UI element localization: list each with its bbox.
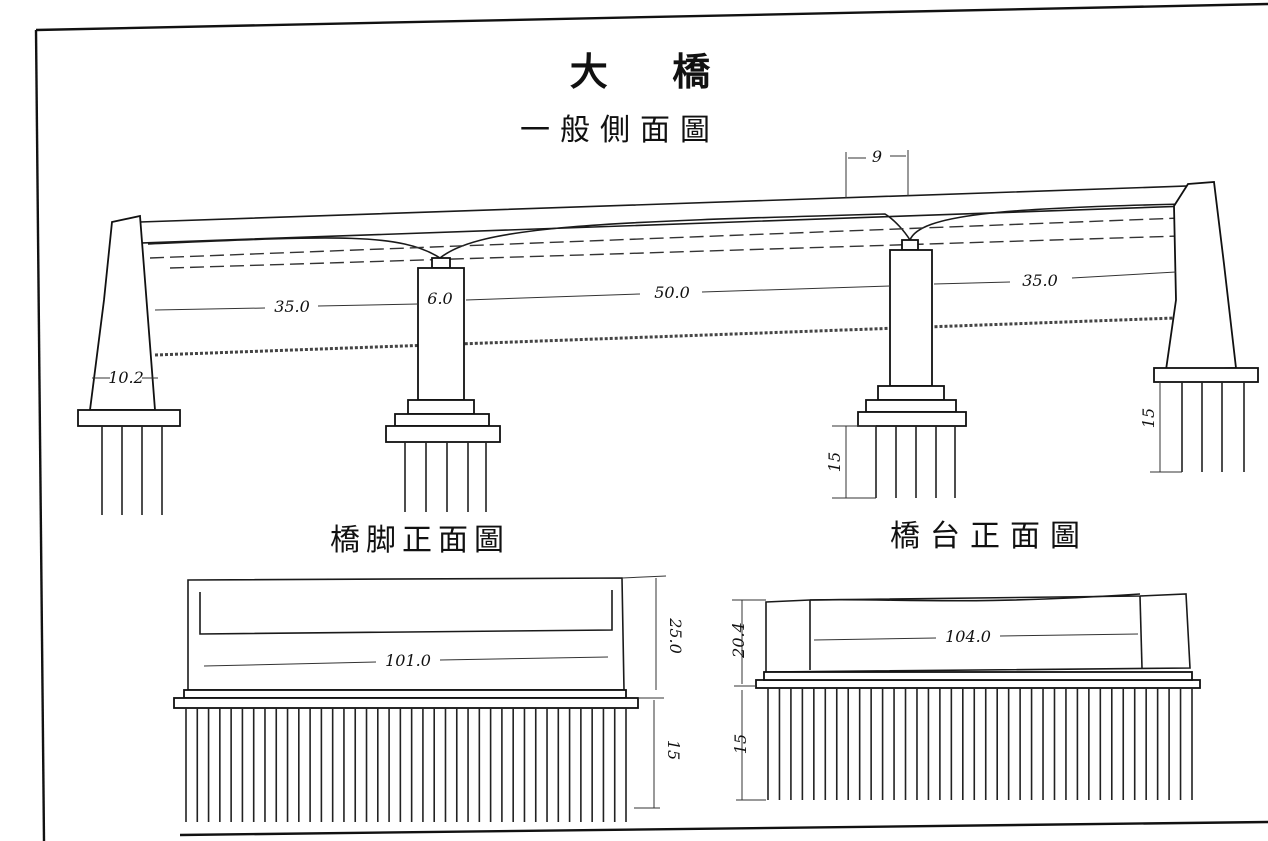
right-pier-step <box>865 399 957 413</box>
dim-span-left: 35.0 <box>274 297 310 316</box>
dim-abutment-front-width: 104.0 <box>945 627 991 646</box>
right-pier-bearing <box>901 239 919 251</box>
haunch-right <box>909 203 1186 241</box>
dim-abutment-front-pile: 15 <box>731 734 750 754</box>
right-abutment-piles <box>1181 382 1245 472</box>
right-pier-piles <box>875 426 956 498</box>
dim-pier-front-pile: 15 <box>664 740 683 760</box>
right-abutment <box>1164 181 1238 371</box>
left-pier-shaft <box>417 267 465 401</box>
side-elevation: 35.0 6.0 50.0 35.0 10.2 9 15 15 <box>77 147 1259 515</box>
dim-abutment-base: 10.2 <box>108 368 144 387</box>
right-pier-cap <box>877 385 945 401</box>
abutment-front-footing <box>755 679 1201 689</box>
left-pier-cap <box>407 399 475 415</box>
deck-slab <box>139 185 1189 244</box>
left-abutment-footing <box>77 409 181 427</box>
dim-span-right: 35.0 <box>1022 271 1058 290</box>
pier-front-piles <box>185 708 627 822</box>
sheet-border <box>34 2 1268 841</box>
drawing-subtitle: 一般側面圖 <box>520 113 720 148</box>
drawing-title: 大 橋 <box>570 49 710 94</box>
right-abutment-footing <box>1153 367 1259 383</box>
haunch-center <box>439 213 911 259</box>
abutment-front-top <box>809 593 1141 602</box>
dimension-lines <box>92 150 1182 499</box>
abutment-front-piles <box>767 688 1193 800</box>
left-pier-step <box>394 413 490 427</box>
dim-abutment-front-height: 20.4 <box>729 622 748 659</box>
dim-pile-pier: 15 <box>825 452 844 472</box>
pier-front-footing <box>173 697 639 709</box>
water-line-1 <box>149 217 1181 259</box>
dim-cantilever: 9 <box>872 147 882 166</box>
left-pier-piles <box>404 442 487 512</box>
abutment-front-view: 104.0 20.4 15 <box>729 593 1201 801</box>
dim-pier-width: 6.0 <box>427 289 452 308</box>
abutment-front-step <box>763 671 1193 681</box>
pier-front-view: 101.0 25.0 15 <box>173 575 685 822</box>
water-line-2 <box>169 235 1181 269</box>
left-pier-footing <box>385 425 501 443</box>
haunch-left <box>147 237 441 259</box>
pier-front-view-title: 橋脚正面圖 <box>330 523 510 558</box>
ground-line <box>154 316 1176 357</box>
left-abutment-piles <box>101 426 163 515</box>
dim-pier-front-height: 25.0 <box>666 617 685 654</box>
dim-span-center: 50.0 <box>654 283 690 302</box>
right-pier-shaft <box>889 249 933 387</box>
dim-pile-abutment: 15 <box>1139 408 1158 428</box>
right-pier-footing <box>857 411 967 427</box>
dim-pier-front-width: 101.0 <box>385 651 431 670</box>
pier-front-step <box>183 689 627 699</box>
pier-front-cap <box>199 590 613 635</box>
abutment-front-view-title: 橋台正面圖 <box>890 519 1090 554</box>
left-pier-bearing <box>431 257 451 269</box>
